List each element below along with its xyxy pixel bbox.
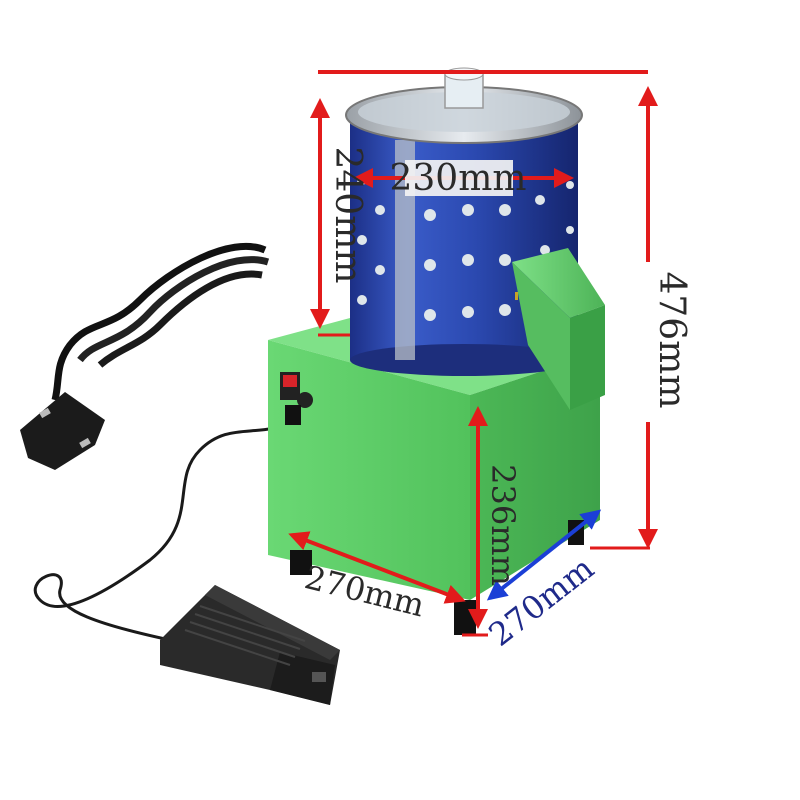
dc-jack-icon <box>285 392 313 425</box>
power-plug-icon <box>20 242 270 470</box>
outlet-chute <box>512 248 605 410</box>
drum-height-label: 240mm <box>327 147 368 284</box>
power-switch-icon <box>280 372 300 400</box>
drum-diameter-label-bg <box>405 160 513 196</box>
power-adapter-icon <box>160 585 340 705</box>
total-height-label-bg <box>628 262 668 422</box>
total-height-label: 476mm <box>651 272 692 409</box>
dc-cable <box>33 418 296 642</box>
base-height-label: 236mm <box>484 464 522 586</box>
drum-diameter-label: 230mm <box>390 158 527 199</box>
plucker-drum <box>345 67 583 376</box>
